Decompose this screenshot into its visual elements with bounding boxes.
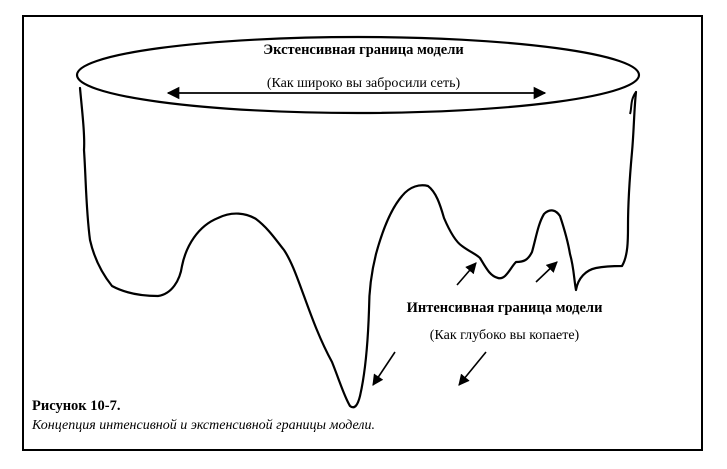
extensive-boundary-subtitle: (Как широко вы забросили сеть): [266, 76, 461, 91]
figure-frame: [22, 15, 703, 451]
net-right-lip: [629, 91, 637, 115]
net-outline: [78, 86, 638, 409]
intensive-arrow-down-left: [372, 351, 396, 386]
figure-caption: Концепция интенсивной и экстенсивной гра…: [32, 418, 375, 433]
intensive-boundary-title: Интенсивная граница модели: [406, 300, 603, 316]
extensive-boundary-ellipse: [75, 35, 641, 115]
figure-number: Рисунок 10-7.: [32, 398, 121, 414]
intensive-arrow-down-right: [458, 351, 487, 386]
intensive-arrow-up-right: [535, 261, 558, 283]
intensive-boundary-subtitle: (Как глубоко вы копаете): [429, 328, 580, 343]
intensive-arrow-up-left: [456, 262, 477, 286]
extensive-boundary-title: Экстенсивная граница модели: [263, 42, 464, 58]
